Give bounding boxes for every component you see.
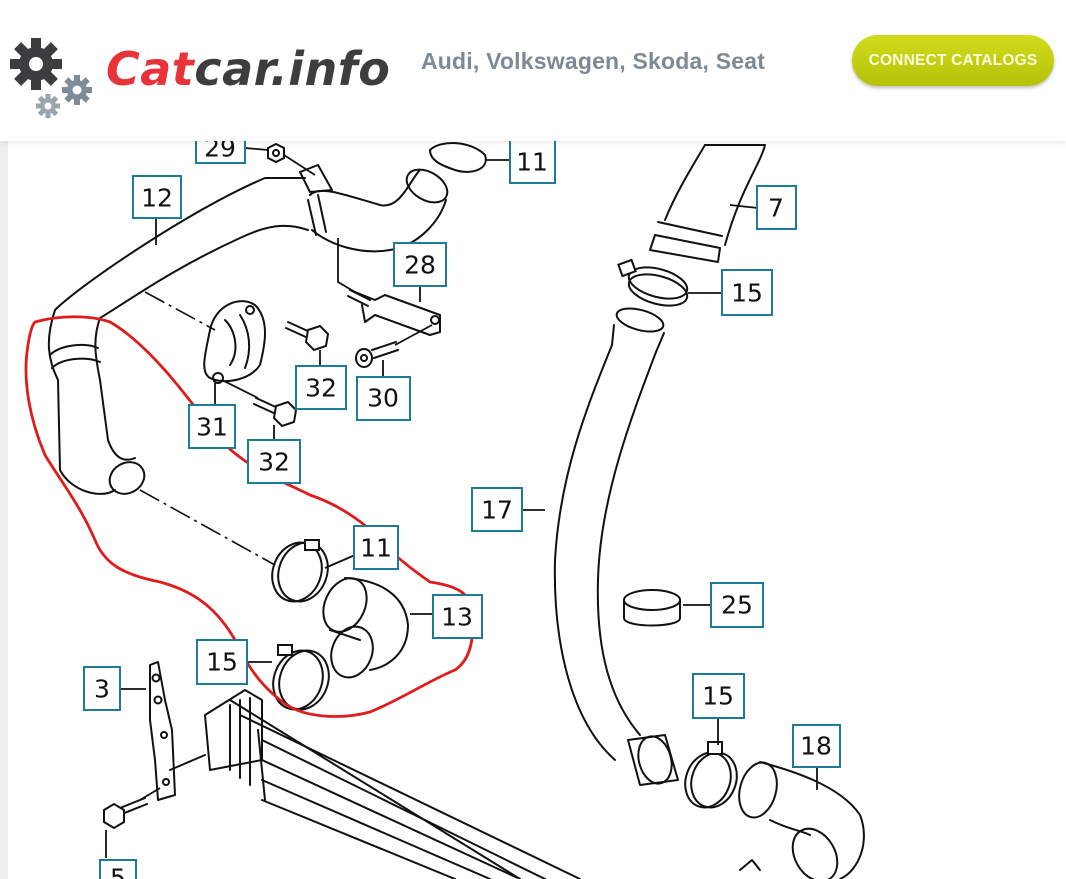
part-15-clamp-upper[interactable] — [617, 258, 690, 311]
part-31-bracket[interactable] — [203, 300, 266, 384]
svg-text:31: 31 — [196, 413, 228, 442]
part-30-bolt[interactable] — [355, 324, 433, 368]
callout-5[interactable]: 5 — [99, 859, 137, 879]
svg-text:15: 15 — [702, 682, 734, 711]
part-12-intake-pipe[interactable] — [47, 177, 309, 500]
part-15-clamp-lower-right[interactable] — [678, 741, 744, 814]
callout-30[interactable]: 30 — [356, 376, 411, 421]
svg-text:30: 30 — [367, 384, 399, 413]
part-5-bolt[interactable] — [103, 787, 161, 858]
callout-3[interactable]: 3 — [83, 666, 121, 711]
part-7-hose[interactable] — [649, 144, 766, 263]
logo-text-main: car.info — [194, 42, 391, 96]
callout-15-highlighted[interactable]: 15 — [196, 639, 248, 685]
svg-text:15: 15 — [731, 279, 763, 308]
assembly-line — [144, 291, 216, 331]
site-header: Catcar.info Audi, Volkswagen, Skoda, Sea… — [0, 0, 1066, 141]
svg-text:13: 13 — [441, 603, 473, 632]
callout-28[interactable]: 28 — [393, 242, 447, 287]
part-upper-bend-hose[interactable] — [307, 142, 487, 253]
part-18-hose[interactable] — [733, 758, 865, 879]
brands-tagline: Audi, Volkswagen, Skoda, Seat — [421, 48, 766, 74]
part-29-nut[interactable] — [267, 142, 333, 193]
svg-text:12: 12 — [141, 184, 173, 213]
part-11-clamp[interactable] — [264, 536, 336, 609]
callout-18[interactable]: 18 — [792, 724, 841, 768]
logo-text-accent: Cat — [106, 42, 195, 96]
svg-text:11: 11 — [516, 148, 548, 177]
part-17-pipe[interactable] — [553, 304, 679, 787]
callout-32-lower[interactable]: 32 — [247, 439, 301, 484]
logo-text[interactable]: Catcar.info — [106, 42, 390, 96]
callout-11-lower[interactable]: 11 — [353, 525, 399, 570]
part-15-clamp-highlighted[interactable] — [265, 644, 337, 717]
leader-lines — [119, 147, 818, 790]
callout-32-upper[interactable]: 32 — [295, 365, 347, 410]
part-25-ring[interactable] — [623, 589, 681, 627]
assembly-line — [139, 489, 276, 566]
callout-15-lower-right[interactable]: 15 — [692, 673, 745, 719]
callout-15-upper[interactable]: 15 — [721, 269, 773, 316]
svg-text:15: 15 — [206, 648, 238, 677]
part-13-hose[interactable] — [315, 571, 409, 683]
svg-text:32: 32 — [305, 374, 337, 403]
svg-text:5: 5 — [110, 864, 126, 879]
assembly-line — [337, 238, 356, 293]
site-logo[interactable] — [6, 34, 386, 124]
svg-text:25: 25 — [721, 591, 753, 620]
callout-13[interactable]: 13 — [432, 594, 483, 639]
callout-25[interactable]: 25 — [710, 582, 764, 628]
svg-text:7: 7 — [768, 194, 784, 223]
highlight-outline — [24, 315, 475, 718]
part-28-bracket[interactable] — [347, 289, 441, 336]
part-intercooler[interactable] — [169, 689, 581, 879]
svg-text:3: 3 — [94, 675, 110, 704]
connect-catalogs-button[interactable]: CONNECT CATALOGS — [852, 35, 1054, 86]
svg-text:28: 28 — [404, 251, 436, 280]
svg-text:17: 17 — [481, 496, 513, 525]
gears-icon — [10, 38, 92, 118]
page-left-margin — [0, 141, 8, 879]
callout-11-top[interactable]: 11 — [509, 139, 556, 184]
part-32-bolt-upper[interactable] — [285, 321, 330, 352]
callout-31[interactable]: 31 — [188, 404, 236, 449]
part-3-bracket[interactable] — [149, 661, 176, 801]
svg-text:18: 18 — [800, 732, 832, 761]
svg-text:11: 11 — [360, 534, 392, 563]
svg-text:32: 32 — [258, 448, 290, 477]
callout-7[interactable]: 7 — [756, 185, 797, 230]
callout-17[interactable]: 17 — [471, 487, 523, 532]
callout-12[interactable]: 12 — [132, 175, 182, 219]
part-32-bolt-lower[interactable] — [221, 379, 298, 428]
